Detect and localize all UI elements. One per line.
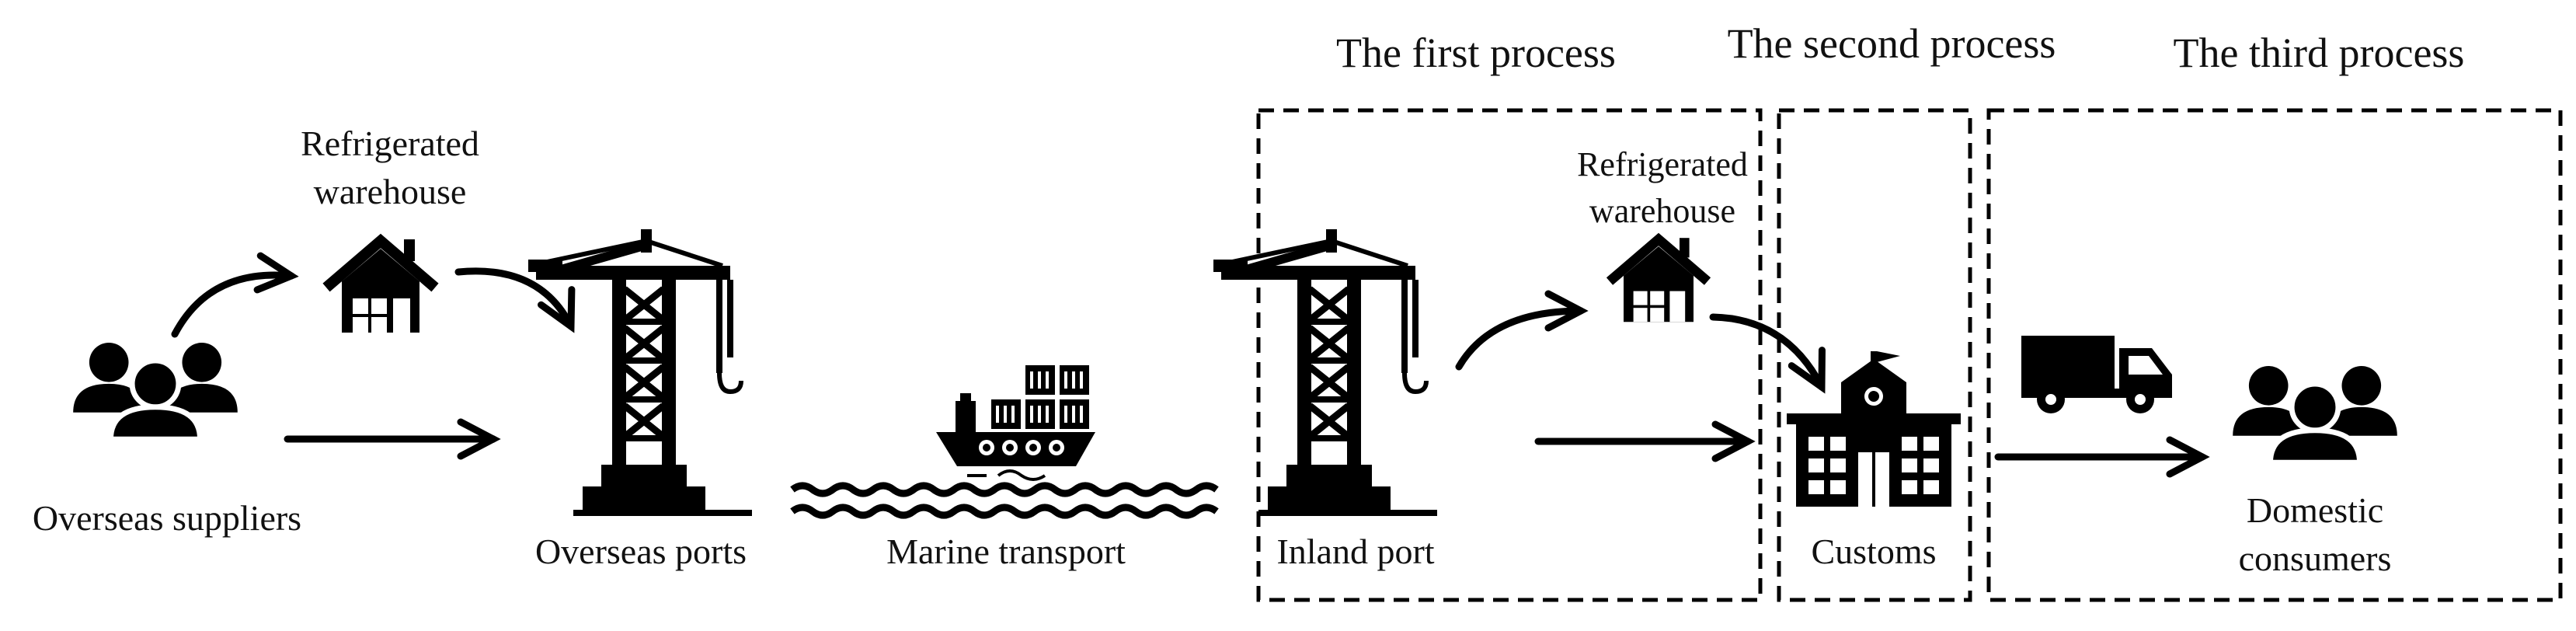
second-process-heading: The second process: [1728, 20, 2056, 67]
third-process-box: [1986, 108, 2563, 602]
domestic-consumers-label-line1: Domestic: [2247, 490, 2383, 530]
suppliers-to-warehouse-arrow: [171, 252, 299, 338]
overseas-ports-label: Overseas ports: [535, 532, 747, 571]
inland-port-crane-icon: [1213, 229, 1437, 516]
marine-transport-label: Marine transport: [886, 532, 1126, 571]
warehouse-1-icon: [326, 239, 435, 333]
warehouse-1-label-line1: Refrigerated: [301, 124, 479, 163]
inland-port-to-warehouse-arrow: [1455, 290, 1589, 371]
warehouse-to-customs-arrow: [1709, 313, 1826, 394]
warehouse-2-label-line2: warehouse: [1589, 192, 1735, 230]
third-process-heading: The third process: [2174, 30, 2465, 76]
sea-waves-icon: [790, 482, 1219, 519]
second-process-box: [1777, 108, 1972, 602]
overseas-port-crane-icon: [528, 229, 752, 516]
first-process-box: [1256, 108, 1763, 602]
inland-port-label: Inland port: [1276, 532, 1434, 571]
domestic-consumers-label-line2: consumers: [2239, 539, 2392, 578]
first-process-heading: The first process: [1336, 30, 1616, 76]
customs-label: Customs: [1811, 532, 1936, 571]
warehouse-2-label-line1: Refrigerated: [1577, 145, 1748, 183]
suppliers-icon: [73, 343, 238, 439]
container-ship-icon: [936, 365, 1095, 481]
truck-icon: [2021, 336, 2172, 413]
warehouse-to-port-arrow: [454, 267, 576, 333]
overseas-suppliers-label: Overseas suppliers: [33, 498, 301, 538]
consumers-icon: [2233, 366, 2397, 462]
warehouse-2-icon: [1610, 238, 1707, 322]
warehouse-1-label-line2: warehouse: [314, 172, 467, 211]
